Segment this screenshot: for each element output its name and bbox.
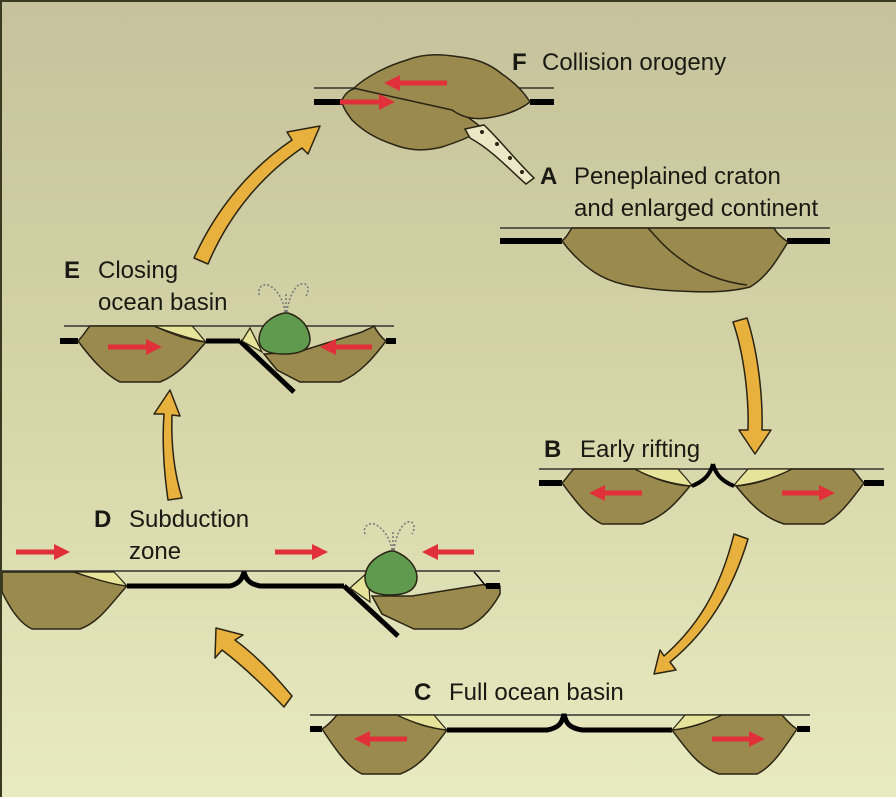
oceanic-crust-ridge xyxy=(127,571,344,589)
sediment-wedge xyxy=(670,714,723,731)
stage-letter-b: B xyxy=(544,436,561,463)
stage-label-e-line1: Closing xyxy=(98,257,178,284)
eruption-plume-icon xyxy=(258,282,309,313)
stage-letter-e: E xyxy=(64,257,80,284)
sediment-wedge xyxy=(396,714,449,731)
cycle-arrow-c-to-d xyxy=(214,627,293,708)
stage-label-d-line2: zone xyxy=(129,538,181,565)
stage-label-b: Early rifting xyxy=(580,436,700,463)
stage-label-c: Full ocean basin xyxy=(449,679,624,706)
volcano xyxy=(364,550,418,596)
stage-label-e-line2: ocean basin xyxy=(98,289,227,316)
stage-a-craton: A Peneplained craton and enlarged contin… xyxy=(500,163,830,293)
suture-line xyxy=(647,227,748,286)
cycle-arrow-b-to-c xyxy=(653,533,749,675)
accretionary-wedge xyxy=(241,326,264,354)
rift-edge xyxy=(691,463,715,488)
stage-c-full-ocean: C Full ocean basin xyxy=(310,679,810,775)
stage-label-d-line1: Subduction xyxy=(129,506,249,533)
sediment-wedge xyxy=(153,325,208,344)
stage-letter-c: C xyxy=(414,679,431,706)
oceanic-crust-ridge xyxy=(447,713,672,733)
sediment-wedge xyxy=(634,468,694,487)
continent-edge xyxy=(473,571,500,587)
stage-d-subduction: D Subduction zone xyxy=(2,506,501,638)
continent-upper xyxy=(352,54,531,120)
stage-letter-d: D xyxy=(94,506,111,533)
stage-label-f: Collision orogeny xyxy=(542,49,726,76)
subducted-slab xyxy=(463,124,536,185)
stage-letter-a: A xyxy=(540,163,557,190)
sediment-wedge xyxy=(732,468,793,487)
sediment-wedge xyxy=(73,571,129,587)
continent-right xyxy=(370,583,501,630)
subducting-slab xyxy=(238,339,296,394)
rift-edge xyxy=(711,463,735,488)
stage-label-a-line2: and enlarged continent xyxy=(574,195,819,222)
stage-letter-f: F xyxy=(512,49,527,76)
cycle-arrow-a-to-b xyxy=(732,317,772,455)
eruption-plume-icon xyxy=(363,520,415,551)
stage-e-closing: E Closing ocean basin xyxy=(60,257,396,394)
stage-f-collision: F Collision orogeny xyxy=(314,49,726,185)
stage-label-a-line1: Peneplained craton xyxy=(574,163,781,190)
volcano xyxy=(258,312,311,355)
cycle-arrow-d-to-e xyxy=(153,389,183,501)
cycle-arrow-e-to-f xyxy=(193,125,321,265)
continent xyxy=(560,227,790,293)
stage-b-rifting: B Early rifting xyxy=(539,436,884,525)
subducting-slab xyxy=(342,584,400,638)
